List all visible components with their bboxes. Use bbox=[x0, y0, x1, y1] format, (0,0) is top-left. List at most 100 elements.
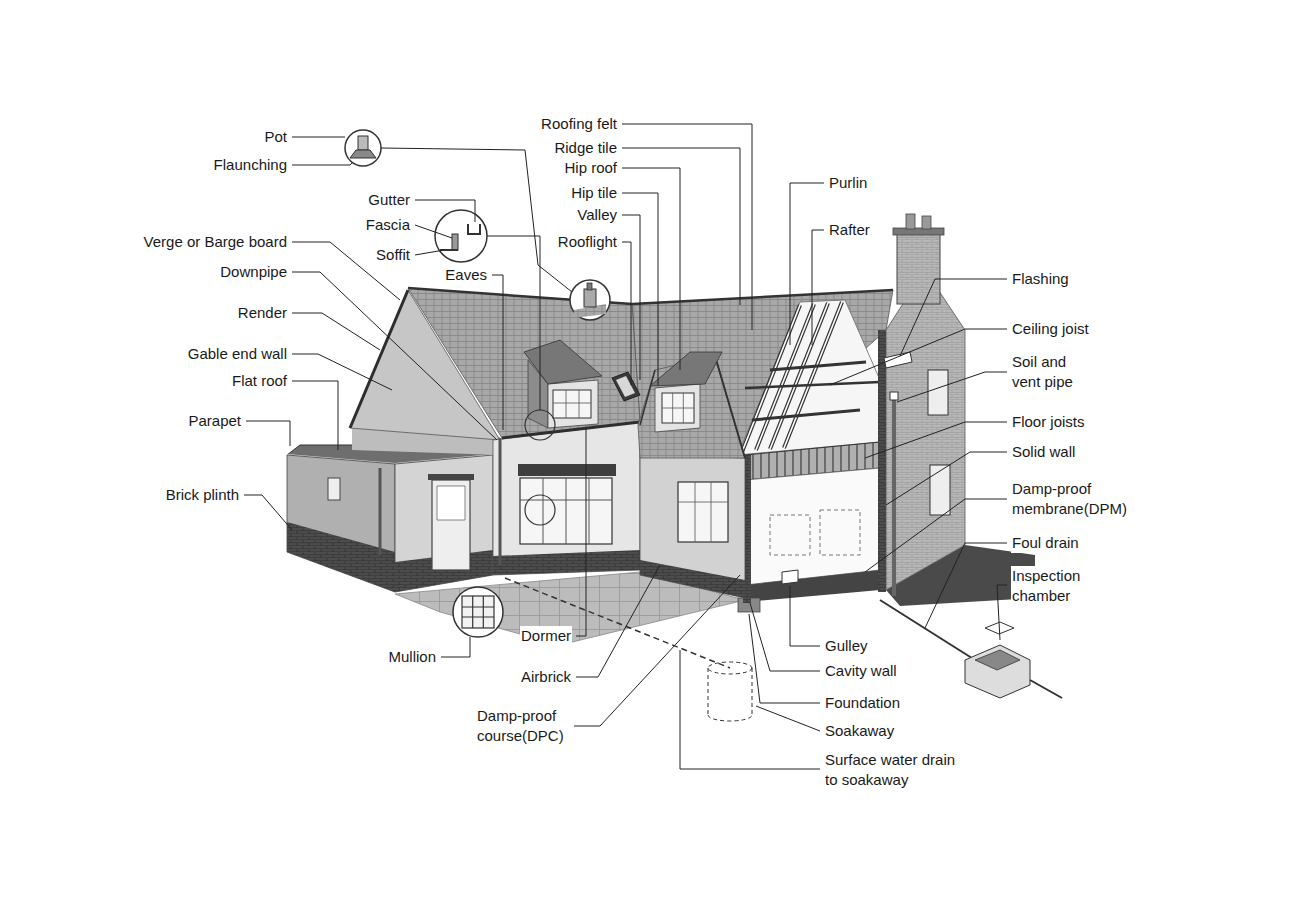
part-label: Brick plinth bbox=[165, 485, 240, 505]
leader-line bbox=[680, 650, 820, 769]
detail-inset bbox=[525, 495, 555, 525]
extension bbox=[395, 455, 493, 592]
part-label: Ridge tile bbox=[553, 138, 618, 158]
detail-inset bbox=[435, 210, 487, 262]
front-wing bbox=[662, 393, 694, 423]
cutaway bbox=[745, 468, 880, 585]
detail-inset bbox=[462, 596, 494, 628]
leader-line bbox=[292, 381, 338, 450]
leader-line bbox=[925, 543, 1007, 628]
cutaway bbox=[756, 304, 814, 450]
leader-line bbox=[292, 272, 497, 440]
part-label: Gable end wall bbox=[187, 344, 288, 364]
drainage bbox=[975, 650, 1020, 670]
part-label: Eaves bbox=[444, 265, 488, 285]
leader-line bbox=[622, 124, 752, 330]
cutaway bbox=[784, 302, 842, 448]
leader-line bbox=[897, 372, 1007, 402]
cutaway bbox=[742, 302, 842, 452]
detail-inset bbox=[462, 596, 494, 628]
leader-line bbox=[756, 706, 820, 731]
rear-roof bbox=[632, 290, 893, 458]
detail-inset bbox=[453, 587, 503, 637]
leader-line bbox=[492, 275, 503, 430]
front-wing bbox=[655, 384, 700, 432]
cutaway bbox=[770, 515, 810, 555]
drainage bbox=[1030, 680, 1062, 698]
leader-line bbox=[830, 329, 1007, 385]
leader-line bbox=[415, 225, 452, 238]
front-wing bbox=[638, 352, 745, 598]
leader-line bbox=[292, 137, 345, 138]
leader-line bbox=[865, 422, 1007, 458]
part-label: Dormer bbox=[520, 626, 572, 646]
dormer bbox=[553, 390, 591, 418]
leader-line bbox=[441, 637, 470, 657]
part-label: Ceiling joist bbox=[1011, 319, 1090, 339]
leader-line bbox=[997, 585, 1007, 640]
end-gable bbox=[893, 228, 944, 235]
part-label: Purlin bbox=[828, 173, 868, 193]
main-front-wall bbox=[493, 422, 640, 575]
leader-line bbox=[244, 124, 1007, 769]
leader-line bbox=[415, 200, 475, 222]
part-label: Mullion bbox=[387, 647, 437, 667]
part-label: Foul drain bbox=[1011, 533, 1080, 553]
part-label: Soakaway bbox=[824, 721, 895, 741]
cutaway bbox=[770, 303, 828, 449]
rooflight bbox=[616, 376, 635, 397]
extension bbox=[287, 445, 493, 592]
cutaway bbox=[742, 302, 842, 452]
part-label: Fascia bbox=[365, 215, 411, 235]
main-gable bbox=[350, 290, 408, 428]
drainage bbox=[880, 600, 975, 660]
leader-line bbox=[246, 421, 290, 446]
main-front-wall bbox=[493, 550, 640, 575]
cutaway bbox=[782, 570, 798, 584]
end-gable bbox=[930, 465, 950, 515]
drainage bbox=[708, 662, 752, 674]
leader-line bbox=[749, 614, 820, 703]
drainage bbox=[505, 578, 1062, 721]
detail-inset bbox=[468, 224, 480, 234]
part-label: Foundation bbox=[824, 693, 901, 713]
cutaway bbox=[752, 410, 860, 420]
cutaway bbox=[878, 330, 886, 592]
front-wing bbox=[678, 482, 728, 542]
dormer bbox=[524, 340, 602, 428]
leader-line bbox=[790, 586, 820, 646]
cutaway bbox=[756, 304, 814, 450]
front-wing bbox=[640, 370, 655, 425]
part-label: Gulley bbox=[824, 636, 869, 656]
end-gable bbox=[906, 214, 915, 229]
leader-line bbox=[487, 236, 540, 410]
end-gable bbox=[892, 398, 896, 596]
leader-line bbox=[292, 163, 352, 165]
front-roof bbox=[408, 288, 640, 438]
detail-inset bbox=[345, 130, 381, 166]
extension bbox=[328, 478, 340, 500]
detail-inset bbox=[452, 234, 458, 250]
part-label: Flat roof bbox=[231, 371, 288, 391]
part-label: Roofing felt bbox=[540, 114, 618, 134]
cutaway bbox=[745, 570, 880, 602]
part-label: Valley bbox=[576, 205, 618, 225]
drainage bbox=[505, 578, 730, 668]
leader-line bbox=[900, 279, 1007, 356]
leader-line bbox=[292, 354, 392, 390]
drainage bbox=[708, 668, 752, 721]
dormer bbox=[548, 380, 598, 428]
cutaway bbox=[738, 300, 880, 455]
main-front-wall bbox=[520, 478, 612, 544]
part-label: Render bbox=[237, 303, 288, 323]
detail-inset bbox=[345, 130, 610, 637]
part-label: Solid wall bbox=[1011, 442, 1076, 462]
leader-line bbox=[622, 193, 658, 385]
rooflight bbox=[612, 372, 640, 401]
leader-line bbox=[812, 230, 824, 345]
part-label: Pot bbox=[263, 127, 288, 147]
part-label: Inspection chamber bbox=[1011, 566, 1093, 606]
dormer bbox=[524, 340, 602, 384]
part-label: Verge or Barge board bbox=[143, 232, 288, 252]
